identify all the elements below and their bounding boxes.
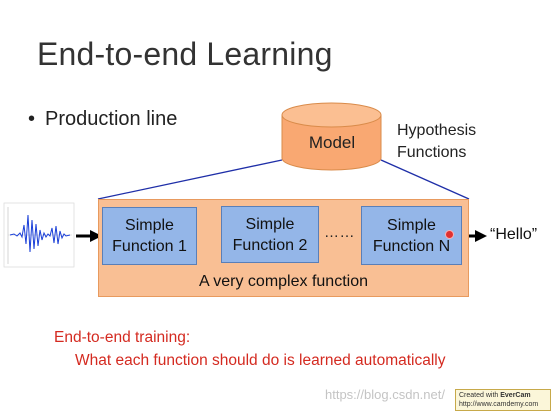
function-n-line1: Simple <box>387 216 436 234</box>
waveform-thumbnail <box>3 202 75 268</box>
hypothesis-line2: Functions <box>397 144 467 161</box>
evercam-line2: http://www.camdemy.com <box>459 401 539 408</box>
ellipsis: …… <box>324 224 355 241</box>
model-cylinder <box>281 102 382 171</box>
evercam-line1: Created with <box>459 392 499 399</box>
function-n-line2: Function N <box>372 237 451 255</box>
evercam-badge: Created with EverCam http://www.camdemy.… <box>455 389 551 411</box>
model-left-connector <box>97 159 283 200</box>
laser-pointer-icon <box>445 230 454 239</box>
function-1-line2: Function 1 <box>112 238 187 255</box>
bullet-production-line: • Production line <box>28 108 177 131</box>
bullet-dot-icon: • <box>28 108 36 130</box>
hypothesis-functions-label: Hypothesis Functions <box>397 120 476 164</box>
simple-function-2-box: Simple Function 2 <box>221 206 319 263</box>
slide-title: End-to-end Learning <box>37 36 333 72</box>
watermark-text: https://blog.csdn.net/ <box>325 387 445 402</box>
bullet-text: Production line <box>45 108 178 130</box>
model-right-connector <box>380 159 470 200</box>
note-line1: End-to-end training: <box>54 329 191 346</box>
hypothesis-line1: Hypothesis <box>397 122 477 139</box>
complex-function-label: A very complex function <box>199 273 368 290</box>
simple-function-1-box: Simple Function 1 <box>102 207 197 265</box>
function-2-line2: Function 2 <box>232 236 308 254</box>
evercam-brand: EverCam <box>500 392 531 399</box>
output-label: “Hello” <box>490 226 538 243</box>
note-line2: What each function should do is learned … <box>75 352 446 369</box>
model-label: Model <box>308 133 356 152</box>
function-1-line1: Simple <box>125 217 174 234</box>
function-2-line1: Simple <box>245 215 295 233</box>
